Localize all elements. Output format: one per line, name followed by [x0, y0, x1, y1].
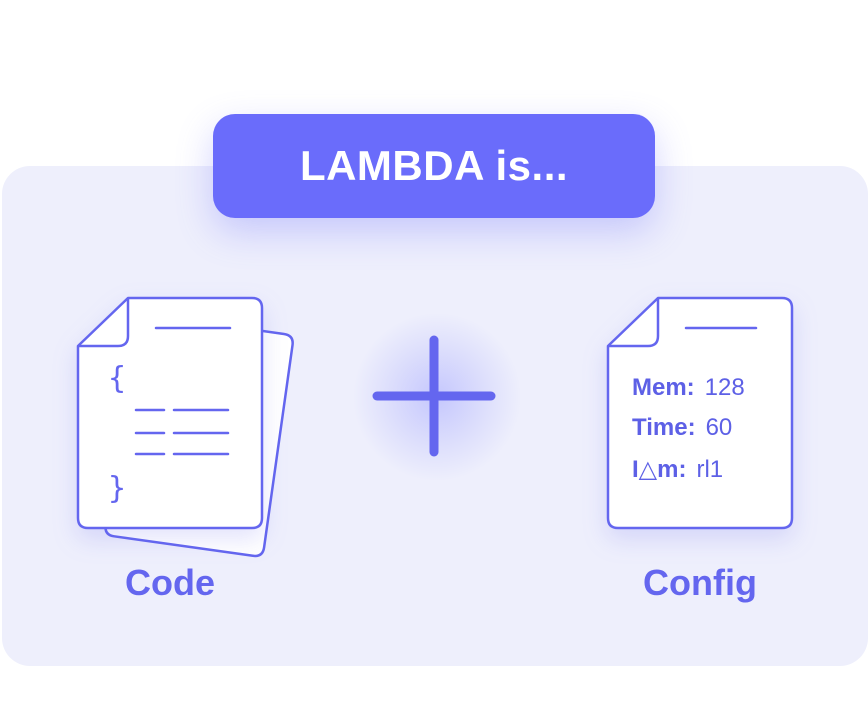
- plus-icon: [372, 335, 496, 457]
- config-row-time: Time: 60: [632, 414, 732, 442]
- config-key: Mem:: [632, 374, 695, 401]
- config-value: 128: [704, 374, 745, 401]
- code-document-icon: { }: [76, 296, 294, 558]
- code-caption: Code: [125, 562, 215, 603]
- title-badge: LAMBDA is...: [213, 114, 655, 218]
- config-row-iam: I△m: rl1: [632, 455, 723, 484]
- config-caption: Config: [643, 562, 757, 603]
- title-text: LAMBDA is...: [299, 142, 569, 189]
- config-key: Time:: [632, 414, 696, 441]
- config-value: rl1: [696, 456, 724, 483]
- config-key: I△m:: [632, 456, 687, 483]
- config-value: 60: [705, 414, 733, 441]
- close-brace: }: [108, 471, 126, 506]
- config-row-mem: Mem: 128: [632, 374, 745, 402]
- open-brace: {: [108, 361, 126, 396]
- config-document-icon: [606, 296, 794, 530]
